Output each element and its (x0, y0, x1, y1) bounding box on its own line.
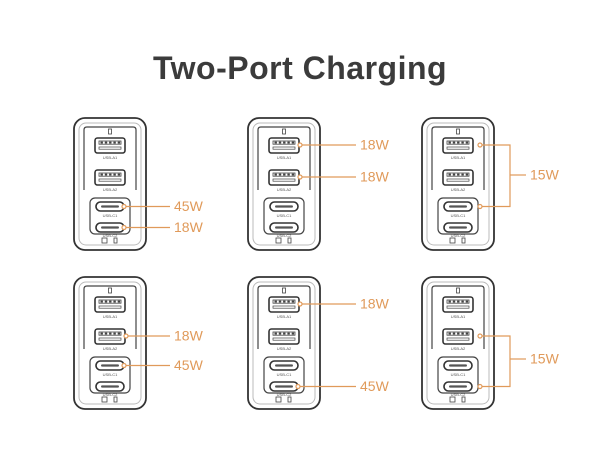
charger-top-right: USB-A1 USB-A2 USB-C1 USB-C2 15W (422, 118, 560, 250)
callout-c2 (295, 383, 356, 390)
svg-text:USB-C1: USB-C1 (451, 213, 466, 218)
svg-text:USB-A2: USB-A2 (451, 187, 466, 192)
svg-text:USB-A2: USB-A2 (451, 346, 466, 351)
callout-a1 (297, 142, 356, 148)
svg-text:USB-A1: USB-A1 (103, 155, 118, 160)
svg-text:USB-A2: USB-A2 (277, 346, 292, 351)
watt-label: 45W (360, 378, 390, 394)
svg-text:USB-C1: USB-C1 (277, 372, 292, 377)
svg-text:USB-C2: USB-C2 (451, 392, 466, 397)
svg-text:USB-C2: USB-C2 (277, 233, 292, 238)
svg-text:USB-C1: USB-C1 (103, 372, 118, 377)
svg-text:USB-C2: USB-C2 (277, 392, 292, 397)
svg-text:USB-A2: USB-A2 (103, 187, 118, 192)
svg-text:USB-C1: USB-C1 (277, 213, 292, 218)
charger-bottom-right: USB-A1 USB-A2 USB-C1 USB-C2 15W (422, 277, 560, 409)
svg-text:USB-C2: USB-C2 (103, 392, 118, 397)
watt-label: 15W (530, 351, 560, 367)
svg-text:USB-C1: USB-C1 (103, 213, 118, 218)
callout-a2 (123, 333, 170, 339)
watt-label: 45W (174, 198, 204, 214)
svg-text:USB-C1: USB-C1 (451, 372, 466, 377)
watt-label: 18W (360, 296, 390, 312)
callout-c1 (121, 362, 170, 369)
callout-c1 (121, 203, 170, 210)
svg-text:USB-A2: USB-A2 (103, 346, 118, 351)
charger-top-left: USB-A1 USB-A2 USB-C1 USB-C2 45W 18W (74, 118, 204, 250)
svg-text:USB-A1: USB-A1 (277, 314, 292, 319)
svg-text:USB-A2: USB-A2 (277, 187, 292, 192)
watt-label: 18W (174, 219, 204, 235)
svg-text:USB-C2: USB-C2 (103, 233, 118, 238)
svg-text:USB-C2: USB-C2 (451, 233, 466, 238)
charger-bottom-middle: USB-A1 USB-A2 USB-C1 USB-C2 18W 45W (248, 277, 390, 409)
charger-top-middle: USB-A1 USB-A2 USB-C1 USB-C2 18W 18W (248, 118, 390, 250)
page-title: Two-Port Charging (152, 50, 448, 86)
watt-label: 18W (174, 328, 204, 344)
callout-a2 (297, 174, 356, 180)
callout-c2 (121, 224, 170, 231)
watt-label: 18W (360, 137, 390, 153)
callout-a1 (297, 301, 356, 307)
svg-text:USB-A1: USB-A1 (451, 314, 466, 319)
callout-bracket (477, 333, 526, 390)
charger-bottom-left: USB-A1 USB-A2 USB-C1 USB-C2 18W 45W (74, 277, 204, 409)
callout-bracket (477, 142, 526, 210)
svg-text:USB-A1: USB-A1 (451, 155, 466, 160)
watt-label: 18W (360, 169, 390, 185)
watt-label: 45W (174, 357, 204, 373)
watt-label: 15W (530, 167, 560, 183)
svg-text:USB-A1: USB-A1 (103, 314, 118, 319)
svg-text:USB-A1: USB-A1 (277, 155, 292, 160)
